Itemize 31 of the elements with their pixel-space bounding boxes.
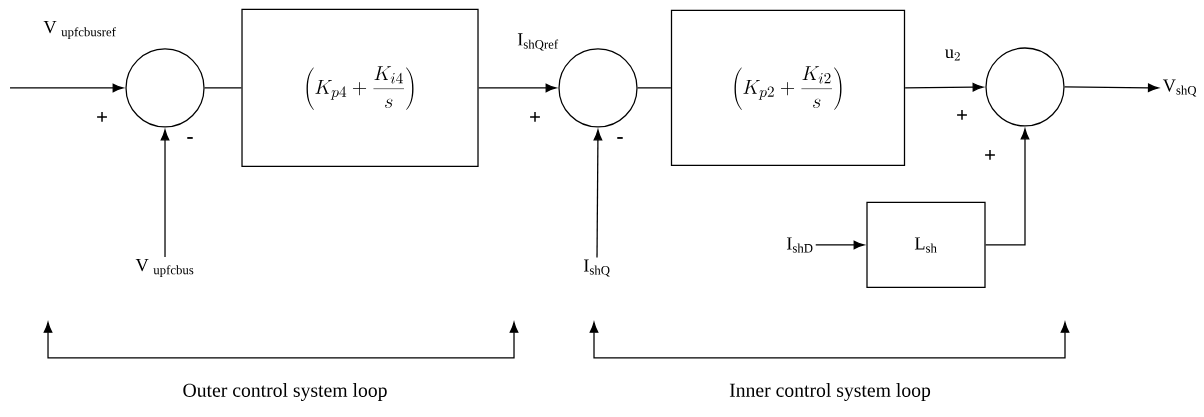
- arrow: [478, 83, 557, 93]
- sign-label: -: [187, 137, 193, 139]
- arrow: [160, 129, 170, 258]
- summing-junction: [558, 48, 638, 128]
- loop-label: Inner control system loop: [729, 383, 931, 401]
- arrow: [904, 82, 984, 92]
- connector-line: [637, 87, 672, 89]
- sign-label: +: [97, 112, 107, 122]
- loop-label: Outer control system loop: [183, 383, 387, 401]
- transfer-function-box: $\mathrm{L}_{\mathrm{sh}}$: [866, 201, 986, 289]
- sign-label: +: [530, 112, 540, 122]
- transfer-function-box: $\left(K_{p4}+\frac{K_{i4}}{s}\right)$: [241, 8, 479, 168]
- summing-junction: [985, 47, 1065, 127]
- summing-junction: [125, 48, 205, 128]
- signal-label: $\mathrm{I}_{\mathrm{shQ}}$: [583, 259, 610, 277]
- sign-label: +: [957, 110, 967, 120]
- transfer-function-box: $\left(K_{p2}+\frac{K_{i2}}{s}\right)$: [670, 9, 906, 167]
- arrow: [593, 129, 603, 259]
- signal-label: $\mathrm{I}_{\mathrm{shD}}$: [786, 237, 813, 253]
- signal-label: $\mathrm{u}_{2}$: [943, 48, 963, 62]
- arrow: [1064, 83, 1159, 93]
- arrow: [815, 240, 865, 250]
- signal-label: $\mathrm{V}_{\mathrm{shQ}}$: [1162, 79, 1197, 97]
- signal-label: $\mathrm{I}_{\mathrm{shQref}}$: [515, 31, 561, 52]
- arrow: [985, 128, 1030, 246]
- sign-label: -: [617, 137, 623, 139]
- arrow: [9, 83, 124, 93]
- signal-label: $\mathrm{V}\ _{\mathrm{upfcbusref}}$: [42, 19, 118, 41]
- sign-label: +: [985, 150, 995, 160]
- signal-label: $\mathrm{V}\ _{\mathrm{upfcbus}}$: [135, 259, 194, 277]
- connector-line: [204, 87, 242, 89]
